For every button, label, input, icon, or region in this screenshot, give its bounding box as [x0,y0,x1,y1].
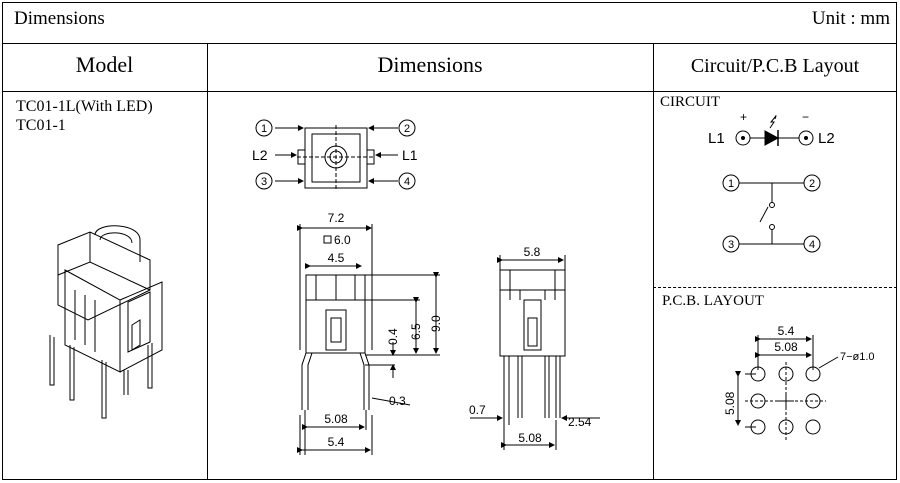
dim-label: 4.5 [328,251,345,265]
pin-label: 1 [728,178,734,190]
lead-label: L1 [402,147,418,163]
pcb-hole [750,419,766,435]
hole-spec: 7−ø1.0 [840,351,875,363]
header-title: Dimensions [14,8,105,29]
dim-label: 5.4 [328,435,345,449]
dim-label: 7.2 [328,211,345,225]
pin-label: 2 [809,178,815,190]
pin-label: 4 [404,176,410,188]
divider [207,43,208,480]
model-list: TC01-1L(With LED) TC01-1 [16,97,153,135]
lead-label: L2 [252,147,268,163]
divider [653,43,654,480]
dim-label: 5.08 [774,340,798,354]
dim-label: 6.0 [334,233,351,247]
dim-label: 0.3 [389,394,406,408]
pcb-title: P.C.B. LAYOUT [662,293,764,309]
dim-label: 0.4 [386,328,400,345]
column-dimensions: Dimensions [377,52,483,77]
side-view-drawing [470,255,600,450]
polarity-plus: + [740,110,747,124]
pcb-hole [750,366,766,382]
header-unit: Unit : mm [811,8,890,29]
dim-label: 6.5 [409,323,423,340]
dim-label: 5.4 [778,324,795,338]
top-view-drawing [255,119,416,190]
dim-label: 2.54 [568,415,592,429]
pin-label: 3 [728,239,734,251]
dim-label: 5.08 [723,391,737,415]
pcb-layout-diagram [735,335,839,440]
divider [2,91,897,92]
pin-label: 2 [404,123,410,135]
dim-label: 9.0 [429,315,443,332]
divider [653,287,897,288]
front-view-drawing [297,224,440,455]
pin-label: 3 [261,176,267,188]
circuit-diagram [722,115,821,253]
dim-label: 5.8 [524,245,541,259]
column-model: Model [75,52,134,77]
switch-3d-illustration [49,225,163,419]
dim-label: 5.08 [324,412,348,426]
pcb-hole [805,366,821,382]
model-name: TC01-1L(With LED) [16,98,153,115]
divider [2,43,897,44]
model-name: TC01-1 [16,117,66,134]
pcb-hole [805,419,821,435]
pin-label: 1 [261,123,267,135]
polarity-minus: − [802,110,809,124]
pin-label: 4 [809,239,815,251]
dim-label: 0.7 [469,403,486,417]
column-circuit: Circuit/P.C.B Layout [690,55,860,77]
lead-label: L1 [708,130,725,147]
circuit-title: CIRCUIT [660,94,720,110]
lead-label: L2 [818,130,835,147]
dim-label: 5.08 [518,431,542,445]
